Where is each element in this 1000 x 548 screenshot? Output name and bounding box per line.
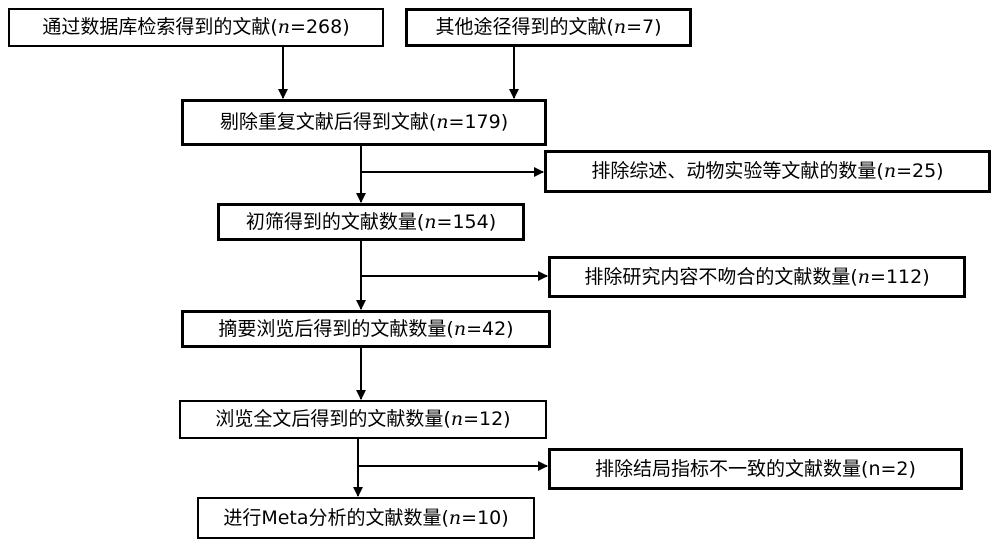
n-symbol: n <box>857 265 871 288</box>
box-exclude-mismatch-count: =112) <box>870 265 930 288</box>
box-meta-analysis-text: 进行Meta分析的文献数量( <box>223 506 449 529</box>
box-abstract-review-count: =42) <box>466 317 514 340</box>
box-database-search-text: 通过数据库检索得到的文献( <box>42 16 278 38</box>
box-initial-screening-count: =154) <box>436 210 497 233</box>
box-exclude-mismatch-text: 排除研究内容不吻合的文献数量( <box>584 265 858 288</box>
box-exclude-outcome-text: 排除结局指标不一致的文献数量(n=2) <box>595 457 916 480</box>
n-symbol: n <box>277 16 291 38</box>
box-after-dedup-count: =179) <box>448 111 509 133</box>
box-database-search: 通过数据库检索得到的文献(n=268) <box>8 8 384 47</box>
n-symbol: n <box>448 506 462 529</box>
box-exclude-reviews: 排除综述、动物实验等文献的数量(n=25) <box>544 150 991 193</box>
box-other-sources: 其他途径得到的文献(n=7) <box>405 8 692 47</box>
box-exclude-mismatch: 排除研究内容不吻合的文献数量(n=112) <box>548 256 966 298</box>
box-meta-analysis-count: =10) <box>461 506 509 529</box>
n-symbol: n <box>883 160 897 182</box>
box-exclude-reviews-text: 排除综述、动物实验等文献的数量( <box>591 160 884 182</box>
box-database-search-count: =268) <box>290 16 350 38</box>
n-symbol: n <box>436 111 449 133</box>
box-after-dedup: 剔除重复文献后得到文献(n=179) <box>181 99 547 146</box>
n-symbol: n <box>613 16 627 38</box>
box-other-sources-count: =7) <box>626 16 662 38</box>
box-exclude-outcome: 排除结局指标不一致的文献数量(n=2) <box>548 448 963 490</box>
box-after-dedup-text: 剔除重复文献后得到文献( <box>219 111 437 133</box>
box-fulltext-review-count: =12) <box>463 408 511 430</box>
box-initial-screening: 初筛得到的文献数量(n=154) <box>217 203 525 241</box>
box-initial-screening-text: 初筛得到的文献数量( <box>245 210 425 233</box>
box-abstract-review: 摘要浏览后得到的文献数量(n=42) <box>181 310 551 348</box>
box-fulltext-review-text: 浏览全文后得到的文献数量( <box>215 408 451 430</box>
box-meta-analysis: 进行Meta分析的文献数量(n=10) <box>197 497 535 539</box>
box-exclude-reviews-count: =25) <box>896 160 944 182</box>
n-symbol: n <box>453 317 467 340</box>
n-symbol: n <box>424 210 437 233</box>
box-abstract-review-text: 摘要浏览后得到的文献数量( <box>218 317 454 340</box>
box-other-sources-text: 其他途径得到的文献( <box>435 16 614 38</box>
box-fulltext-review: 浏览全文后得到的文献数量(n=12) <box>179 400 547 439</box>
n-symbol: n <box>450 408 464 430</box>
